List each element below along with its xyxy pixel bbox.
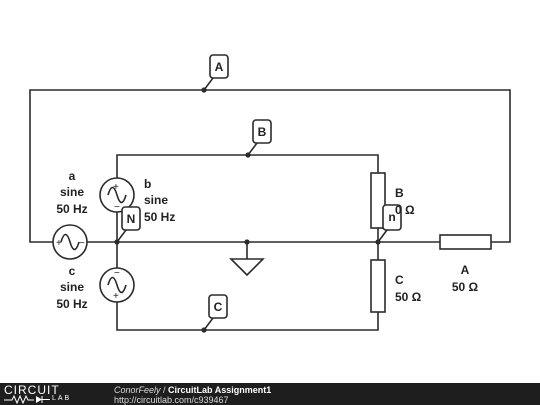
svg-text:0 Ω: 0 Ω	[395, 203, 415, 217]
credit-line: ConorFeely / CircuitLab Assignment1	[114, 385, 271, 395]
sine-icon	[60, 233, 80, 251]
circuitlab-logo[interactable]: CIRCUIT LAB	[4, 384, 94, 404]
label-source-c: c sine 50 Hz	[56, 264, 87, 311]
svg-text:50 Hz: 50 Hz	[144, 210, 175, 224]
svg-text:50 Ω: 50 Ω	[452, 280, 479, 294]
wires	[29, 89, 511, 331]
svg-text:N: N	[127, 212, 136, 226]
node-tag-C[interactable]: C	[203, 294, 228, 331]
node-tag-N[interactable]: N	[116, 206, 141, 243]
resistor-C[interactable]	[370, 259, 386, 313]
svg-text:+: +	[113, 182, 119, 193]
resistor-B[interactable]	[370, 172, 386, 229]
footer-bar: CIRCUIT LAB ConorFeely / CircuitLab Assi…	[0, 383, 540, 405]
ground-symbol	[229, 258, 265, 277]
logo-resistor-icon	[4, 395, 50, 404]
svg-text:A: A	[461, 263, 470, 277]
circuit-schematic: + − + − − + A B C N n	[29, 54, 511, 333]
svg-text:C: C	[214, 300, 223, 314]
svg-text:A: A	[215, 60, 224, 74]
sine-icon	[107, 276, 127, 294]
source-a[interactable]: + −	[52, 224, 88, 260]
svg-text:+: +	[56, 238, 62, 249]
project-title[interactable]: CircuitLab Assignment1	[168, 385, 272, 395]
logo-text-lab: LAB	[52, 395, 72, 402]
node-tag-n[interactable]: n	[377, 204, 402, 243]
label-resistor-A: A 50 Ω	[452, 263, 479, 294]
label-source-b: b sine 50 Hz	[144, 177, 175, 224]
svg-text:−: −	[114, 268, 120, 279]
wire-outer-loop	[29, 89, 511, 243]
svg-text:sine: sine	[60, 280, 84, 294]
credit-separator: /	[160, 385, 169, 395]
svg-text:b: b	[144, 177, 151, 191]
svg-text:50 Ω: 50 Ω	[395, 290, 422, 304]
svg-text:−: −	[79, 238, 85, 249]
svg-text:+: +	[113, 291, 119, 302]
svg-text:B: B	[258, 125, 267, 139]
node-tag-A[interactable]: A	[203, 54, 229, 91]
label-resistor-B: B 0 Ω	[395, 186, 415, 217]
author-link[interactable]: ConorFeely	[114, 385, 161, 395]
svg-text:n: n	[388, 210, 395, 224]
wire-phase-C	[116, 302, 379, 331]
svg-text:C: C	[395, 273, 404, 287]
resistor-A[interactable]	[439, 234, 492, 250]
svg-text:−: −	[114, 202, 120, 213]
logo-text-circuit: CIRCUIT	[4, 383, 60, 397]
junction-ground	[244, 239, 250, 245]
sine-icon	[107, 186, 127, 204]
svg-text:a: a	[69, 169, 76, 183]
label-source-a: a sine 50 Hz	[56, 169, 87, 216]
svg-text:B: B	[395, 186, 404, 200]
node-tag-B[interactable]: B	[247, 119, 272, 156]
svg-text:sine: sine	[60, 185, 84, 199]
project-url[interactable]: http://circuitlab.com/c939467	[114, 395, 229, 405]
svg-text:50 Hz: 50 Hz	[56, 297, 87, 311]
svg-text:50 Hz: 50 Hz	[56, 202, 87, 216]
source-c[interactable]: − +	[99, 267, 135, 303]
svg-text:sine: sine	[144, 193, 168, 207]
source-b[interactable]: + −	[99, 177, 135, 213]
svg-text:c: c	[69, 264, 76, 278]
label-resistor-C: C 50 Ω	[395, 273, 422, 304]
wire-phase-B	[116, 154, 379, 178]
